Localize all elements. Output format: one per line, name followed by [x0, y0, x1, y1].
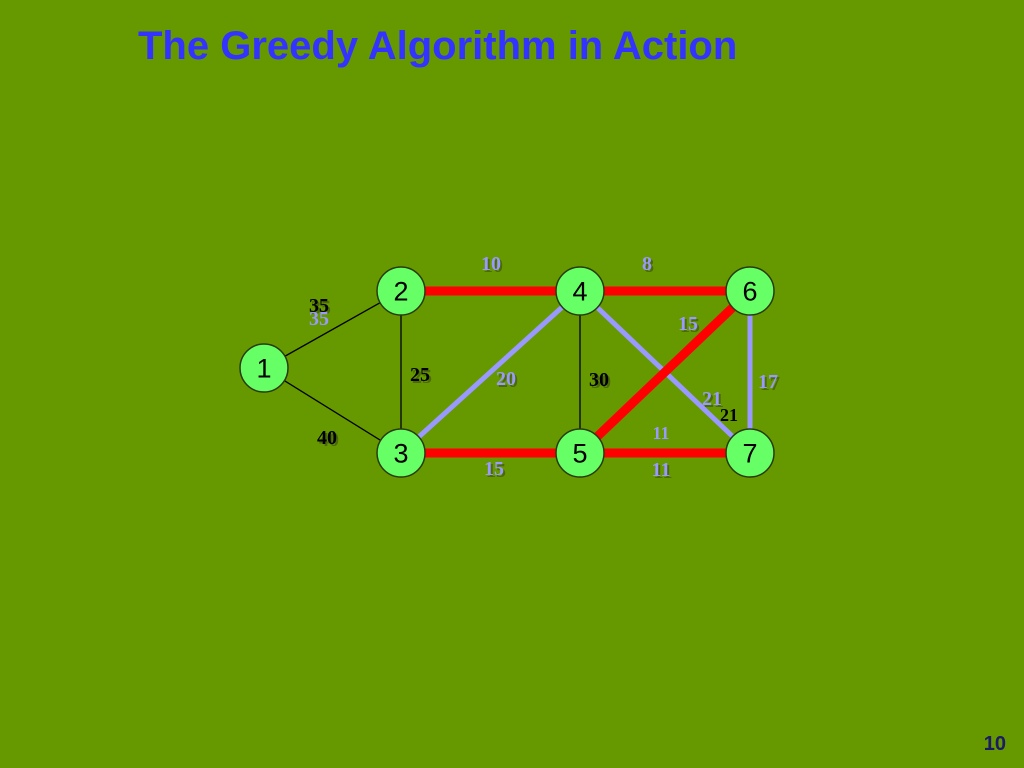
node-circle	[376, 428, 426, 478]
node-2: 2	[376, 266, 426, 316]
weight-shadow: 20	[498, 370, 518, 392]
page-number: 10	[983, 733, 1006, 755]
weight-shadow: 10	[483, 255, 503, 277]
node-circle	[555, 266, 605, 316]
weight-shadow: 21	[704, 390, 724, 412]
weight-value: 17	[758, 371, 778, 393]
weight-shadow: 15	[486, 460, 506, 482]
node-circle	[725, 266, 775, 316]
edge-1-3-unprocessed	[263, 367, 402, 454]
node-6: 6	[725, 266, 775, 316]
weight-shadow: 40	[319, 429, 339, 451]
node-circle	[725, 428, 775, 478]
weight-value: 35	[309, 308, 329, 330]
slide-title: The Greedy Algorithm in Action	[138, 24, 738, 68]
node-7: 7	[725, 428, 775, 478]
weight-shadow: 8	[644, 255, 654, 277]
weight-shadow: 11	[654, 461, 673, 483]
weight-value: 35	[309, 295, 329, 317]
edge-1-2-unprocessed	[263, 290, 402, 369]
weight-shadow: 35	[311, 297, 331, 319]
nodes-layer: 1 2 3 4 5 6 7	[239, 266, 775, 478]
weight-value: 25	[410, 364, 430, 386]
node-circle	[555, 428, 605, 478]
node-label: 1	[256, 354, 271, 384]
weight-label-4-7: 21	[720, 405, 738, 425]
node-label: 3	[393, 439, 408, 469]
weight-value: 20	[496, 368, 516, 390]
weight-value: 21	[702, 388, 722, 410]
weight-value: 8	[642, 253, 652, 275]
weight-value: 11	[652, 423, 669, 443]
node-circle	[239, 343, 289, 393]
edges-layer	[263, 286, 754, 458]
node-4: 4	[555, 266, 605, 316]
weight-label-5-7: 11	[652, 423, 669, 443]
weight-shadow: 15	[680, 315, 700, 337]
weight-value: 10	[481, 253, 501, 275]
weight-value: 11	[652, 459, 671, 481]
weight-label-4-6: 88	[642, 253, 654, 277]
node-label: 6	[742, 277, 757, 307]
node-label: 4	[572, 277, 587, 307]
weight-value: 15	[484, 458, 504, 480]
weight-value: 40	[317, 427, 337, 449]
weight-label-1-2: 35	[309, 308, 329, 330]
node-circle	[376, 266, 426, 316]
weight-value: 21	[720, 405, 738, 425]
node-1: 1	[239, 343, 289, 393]
weight-shadow: 17	[760, 373, 780, 395]
node-label: 7	[742, 439, 757, 469]
edge-3-4-rejected	[399, 289, 582, 455]
weight-value: 30	[589, 369, 609, 391]
weight-shadow: 30	[591, 371, 611, 393]
node-3: 3	[376, 428, 426, 478]
edge-5-6-selected	[576, 287, 754, 457]
node-5: 5	[555, 428, 605, 478]
weight-value: 15	[678, 313, 698, 335]
node-label: 5	[572, 439, 587, 469]
weight-shadow: 25	[412, 366, 432, 388]
node-label: 2	[393, 277, 408, 307]
